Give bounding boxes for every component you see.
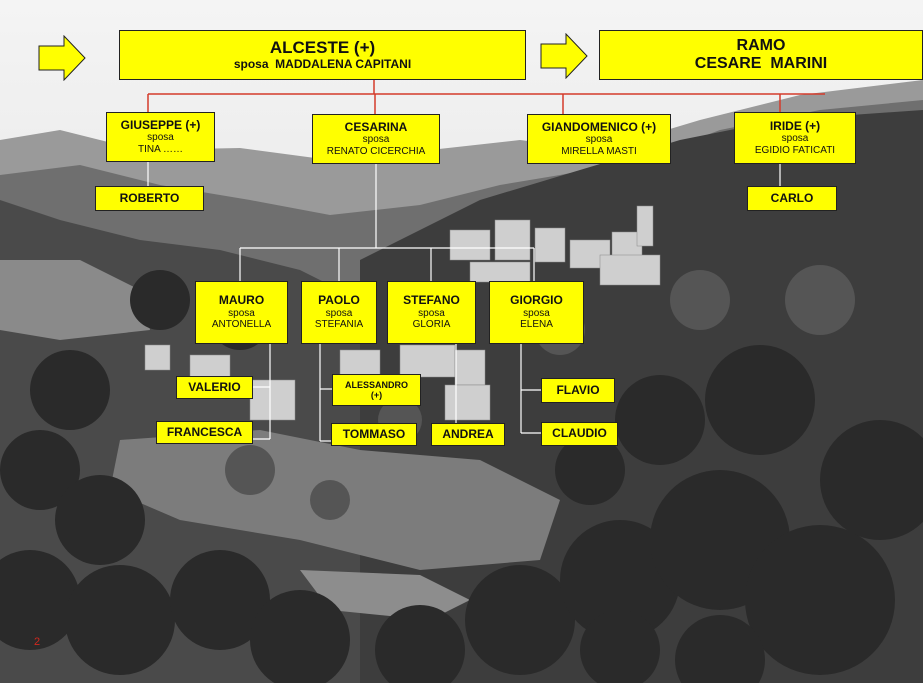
grandchild-name: STEFANO [403,293,460,308]
ramo-title-box: RAMO CESARE MARINI [599,30,923,80]
child-name: GIANDOMENICO (+) [541,119,657,134]
page-number: 2 [34,636,41,648]
spouse-name: TINA …… [137,143,183,155]
spouse-name: MIRELLA MASTI [561,145,637,157]
grandchild-box-mauro: MAURO sposa ANTONELLA [195,281,288,344]
spouse-label: sposa [147,132,174,144]
great-grandchild-box-francesca: FRANCESCA [156,421,253,444]
root-spouse-label: sposa [233,56,269,71]
root-name: ALCESTE (+) [269,38,376,58]
ramo-line2: CESARE MARINI [694,55,828,72]
child-box-giandomenico: GIANDOMENICO (+) sposa MIRELLA MASTI [527,114,671,164]
spouse-label: sposa [362,134,390,146]
grandchild-box-carlo: CARLO [747,186,837,211]
child-box-cesarina: CESARINA sposa RENATO CICERCHIA [312,114,440,164]
ramo-line1: RAMO [736,36,786,54]
root-ancestor-box: ALCESTE (+) sposa MADDALENA CAPITANI [119,30,526,80]
arrow-right-icon [540,33,588,79]
great-grandchild-box-alessandro: ALESSANDRO (+) [332,374,421,406]
child-box-iride: IRIDE (+) sposa EGIDIO FATICATI [734,112,856,164]
great-grandchild-box-valerio: VALERIO [176,376,253,399]
great-grandchild-deceased-mark: (+) [370,390,383,400]
spouse-label: sposa [228,307,255,319]
grandchild-box-paolo: PAOLO sposa STEFANIA [301,281,377,344]
spouse-label: sposa [585,134,613,146]
grandchild-name: PAOLO [318,293,360,308]
grandchild-box-giorgio: GIORGIO sposa ELENA [489,281,584,344]
arrow-right-icon [38,35,86,81]
spouse-name: STEFANIA [314,319,364,331]
spouse-label: sposa [325,307,353,319]
child-box-giuseppe: GIUSEPPE (+) sposa TINA …… [106,112,215,162]
root-spouse-line: sposa MADDALENA CAPITANI [233,56,412,72]
spouse-label: sposa [418,307,445,319]
great-grandchild-box-claudio: CLAUDIO [541,422,618,446]
great-grandchild-box-andrea: ANDREA [431,423,505,446]
child-name: GIUSEPPE (+) [120,117,201,132]
spouse-name: EGIDIO FATICATI [754,144,836,156]
spouse-name: ELENA [520,319,553,331]
grandchild-name: GIORGIO [510,293,563,308]
spouse-label: sposa [523,307,550,319]
great-grandchild-box-flavio: FLAVIO [541,378,615,403]
child-name: IRIDE (+) [769,118,821,133]
spouse-name: GLORIA [412,319,451,331]
spouse-name: ANTONELLA [211,319,272,331]
grandchild-box-stefano: STEFANO sposa GLORIA [387,281,476,344]
spouse-label: sposa [781,133,809,145]
great-grandchild-box-tommaso: TOMMASO [331,423,417,446]
spouse-name: RENATO CICERCHIA [326,145,426,157]
root-spouse-name: MADDALENA CAPITANI [275,56,412,71]
grandchild-box-roberto: ROBERTO [95,186,204,211]
child-name: CESARINA [344,119,408,134]
grandchild-name: MAURO [218,293,265,308]
great-grandchild-name: ALESSANDRO [344,379,408,390]
